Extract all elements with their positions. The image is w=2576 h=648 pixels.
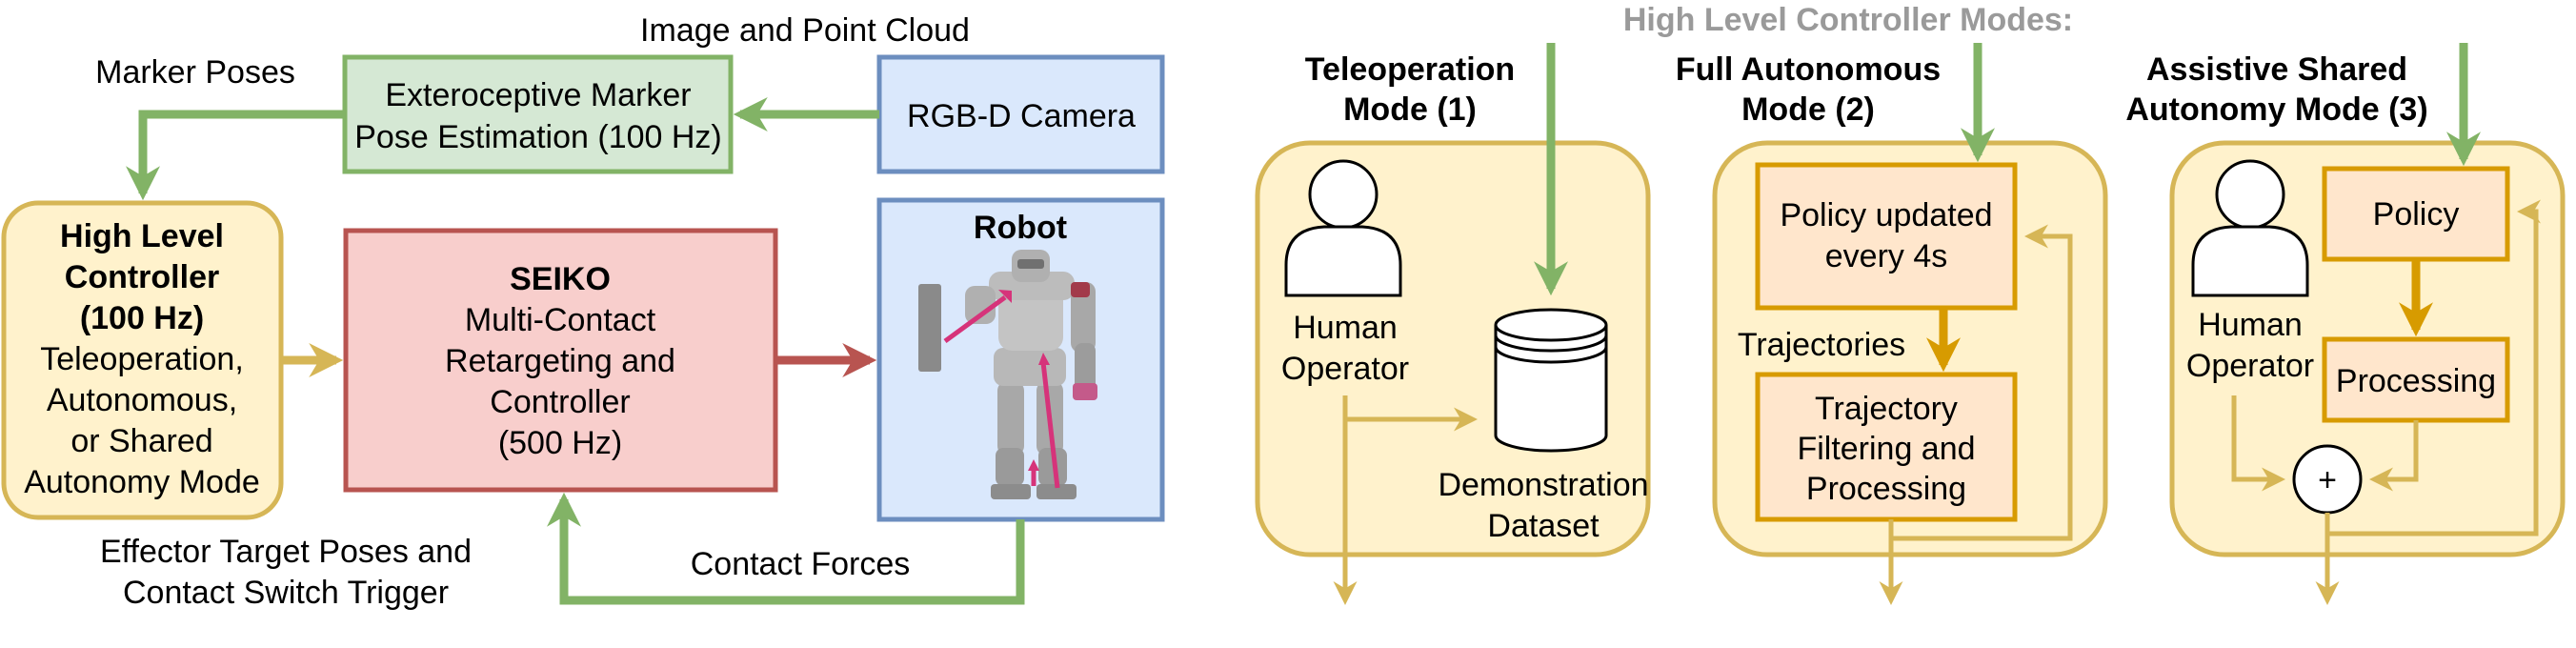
hlc-body-4: Autonomy Mode bbox=[24, 464, 260, 500]
teleop-title-1: Teleoperation bbox=[1305, 51, 1515, 88]
human-to-sum-arrow bbox=[2231, 395, 2285, 492]
hlc-body-1: Teleoperation, bbox=[40, 341, 244, 377]
auto-trajectories-label: Trajectories bbox=[1738, 327, 1905, 363]
robot-title: Robot bbox=[974, 210, 1067, 246]
auto-policy-2: every 4s bbox=[1825, 238, 1948, 274]
assist-processing-label: Processing bbox=[2336, 363, 2496, 399]
robot-box: Robot bbox=[876, 197, 1165, 522]
hlc-body-3: or Shared bbox=[70, 423, 212, 459]
seiko-body-2: Retargeting and bbox=[445, 343, 675, 379]
teleop-dataset-1: Demonstration bbox=[1438, 467, 1648, 503]
auto-filter-3: Processing bbox=[1806, 471, 1966, 507]
hlc-title-3: (100 Hz) bbox=[80, 300, 204, 336]
effector-label-1: Effector Target Poses and bbox=[100, 534, 472, 570]
marker-to-hlc-arrow bbox=[126, 110, 345, 201]
robot-illustration bbox=[918, 250, 1097, 499]
modes-header: High Level Controller Modes: bbox=[1623, 2, 2073, 38]
auto-filter-2: Filtering and bbox=[1797, 431, 1975, 467]
hlc-title-1: High Level bbox=[60, 218, 224, 254]
auto-filter-box bbox=[1755, 372, 2018, 522]
assist-feedback-arrow bbox=[2327, 199, 2541, 537]
auto-policy-box bbox=[1755, 162, 2018, 311]
hlc-title-2: Controller bbox=[65, 259, 219, 295]
assistive-shared-autonomy-mode: Assistive Shared Autonomy Mode (3) Polic… bbox=[2125, 51, 2566, 557]
seiko-box: SEIKO Multi-Contact Retargeting and Cont… bbox=[343, 228, 778, 493]
teleop-human-2: Operator bbox=[1281, 351, 1409, 387]
seiko-title: SEIKO bbox=[510, 261, 611, 297]
effector-label-2: Contact Switch Trigger bbox=[123, 575, 449, 611]
database-icon bbox=[1494, 308, 1608, 453]
auto-filter-1: Trajectory bbox=[1815, 391, 1958, 427]
auto-title-1: Full Autonomous bbox=[1676, 51, 1941, 88]
marker-box-line-1: Exteroceptive Marker bbox=[385, 77, 691, 113]
contact-forces-arrow bbox=[547, 492, 1025, 605]
assist-policy-label: Policy bbox=[2373, 196, 2460, 233]
auto-title-2: Mode (2) bbox=[1741, 91, 1875, 128]
high-level-controller-box: High Level Controller (100 Hz) Teleopera… bbox=[1, 200, 284, 520]
teleop-title-2: Mode (1) bbox=[1343, 91, 1477, 128]
teleop-dataset-2: Dataset bbox=[1487, 508, 1600, 544]
human-operator-icon bbox=[1284, 159, 1402, 297]
contact-forces-label: Contact Forces bbox=[691, 546, 911, 582]
hlc-body-2: Autonomous, bbox=[47, 382, 237, 418]
processing-to-sum-arrow bbox=[2369, 420, 2419, 492]
auto-policy-1: Policy updated bbox=[1780, 197, 1992, 233]
human-operator-icon-2 bbox=[2191, 159, 2309, 297]
camera-label: RGB-D Camera bbox=[907, 98, 1136, 134]
seiko-body-4: (500 Hz) bbox=[498, 425, 622, 461]
marker-poses-label: Marker Poses bbox=[95, 54, 295, 91]
assist-human-2: Operator bbox=[2186, 348, 2314, 384]
auto-feedback-arrow bbox=[1891, 224, 2073, 541]
marker-box-line-2: Pose Estimation (100 Hz) bbox=[354, 119, 722, 155]
teleop-human-1: Human bbox=[1293, 310, 1398, 346]
sum-symbol: + bbox=[2318, 462, 2337, 498]
seiko-body-1: Multi-Contact bbox=[465, 302, 656, 338]
image-point-cloud-label: Image and Point Cloud bbox=[640, 12, 970, 49]
assist-policy-box bbox=[2322, 166, 2510, 262]
full-autonomous-mode: Full Autonomous Mode (2) Policy updated … bbox=[1676, 51, 2108, 557]
assist-title-2: Autonomy Mode (3) bbox=[2125, 91, 2427, 128]
marker-pose-estimation-box: Exteroceptive Marker Pose Estimation (10… bbox=[342, 54, 734, 174]
teleoperation-mode: Teleoperation Mode (1) Human Operator De… bbox=[1255, 51, 1651, 557]
rgbd-camera-box: RGB-D Camera bbox=[876, 54, 1165, 174]
seiko-body-3: Controller bbox=[490, 384, 630, 420]
assist-title-1: Assistive Shared bbox=[2146, 51, 2407, 88]
assist-human-1: Human bbox=[2198, 307, 2303, 343]
